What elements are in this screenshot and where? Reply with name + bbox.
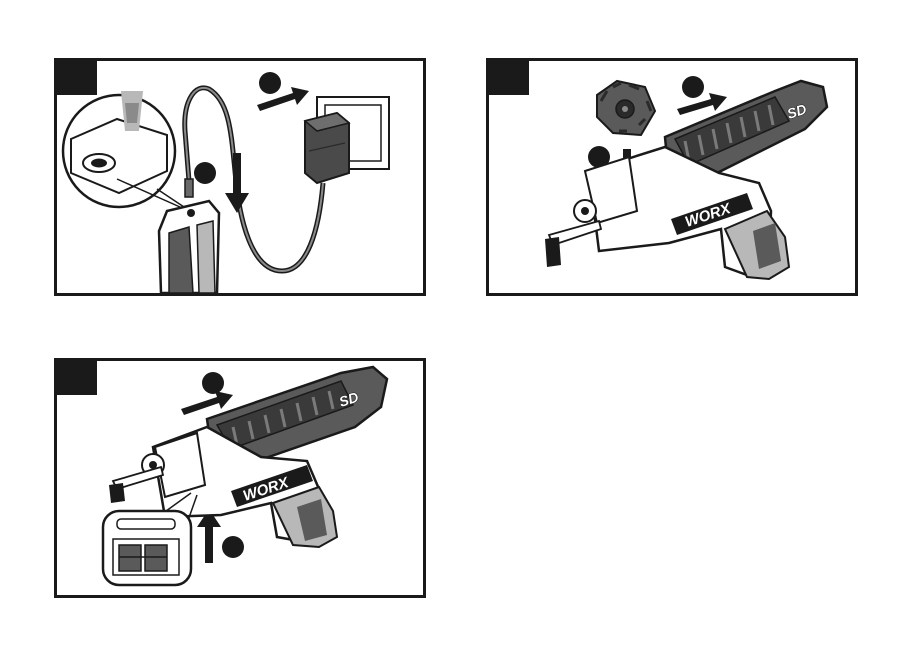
step-circle-1 [202, 372, 224, 394]
bit-magazine [597, 81, 655, 135]
arrow-right-icon [677, 93, 727, 115]
arrow-up-icon [197, 509, 221, 563]
step-circle-1 [682, 76, 704, 98]
charging-illustration [57, 61, 423, 293]
charger-adapter [305, 113, 349, 183]
bit-magazine-illustration: SD WORX [489, 61, 855, 293]
arrow-right-icon [181, 391, 233, 415]
panel-bit-magazine: SD WORX [486, 58, 858, 296]
step-circle-1 [259, 72, 281, 94]
arrow-down-icon [225, 153, 249, 213]
step-circle-2 [222, 536, 244, 558]
magazine-lock-illustration: SD WORX [57, 361, 423, 595]
step-circle-2 [194, 162, 216, 184]
panel-magazine-lock: SD WORX [54, 358, 426, 598]
panel-charging [54, 58, 426, 296]
screwdriver-handle [159, 201, 219, 293]
charge-port-magnifier [63, 91, 193, 213]
